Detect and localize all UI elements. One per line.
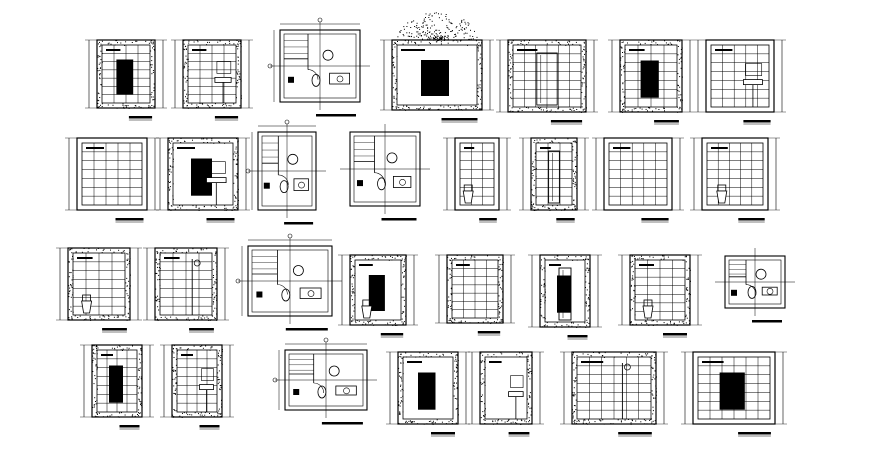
wall-elevation-drawing [80, 344, 154, 430]
wall-elevation-drawing [56, 247, 142, 333]
wall-elevation-drawing [618, 254, 702, 338]
wall-elevation-drawing [171, 39, 253, 121]
floor-plan-drawing [715, 248, 795, 323]
wall-elevation-drawing [560, 351, 668, 437]
wall-elevation-drawing [528, 254, 602, 340]
wall-elevation-drawing [156, 137, 250, 223]
floor-plan-drawing [267, 17, 370, 117]
floor-plan-drawing [340, 124, 430, 221]
wall-elevation-drawing [608, 39, 694, 125]
wall-elevation-drawing [443, 137, 511, 223]
wall-elevation-drawing [386, 351, 470, 437]
wall-elevation-drawing [681, 351, 787, 437]
wall-elevation-drawing [468, 351, 544, 437]
wall-elevation-drawing [496, 39, 598, 125]
wall-elevation-drawing [592, 137, 684, 223]
drawing-sheet [56, 12, 795, 437]
wall-elevation-drawing [435, 254, 515, 336]
wall-elevation-drawing [65, 137, 159, 223]
wall-elevation-drawing [380, 12, 494, 123]
wall-elevation-drawing [338, 254, 418, 338]
wall-elevation-drawing [85, 39, 167, 121]
wall-elevation-drawing [143, 247, 229, 333]
floor-plan-drawing [245, 119, 326, 225]
wall-elevation-drawing [694, 39, 786, 125]
wall-elevation-drawing [690, 137, 780, 223]
floor-plan-drawing [272, 337, 377, 425]
wall-elevation-drawing [160, 344, 234, 430]
wall-elevation-drawing [519, 137, 589, 223]
floor-plan-drawing [235, 233, 342, 331]
